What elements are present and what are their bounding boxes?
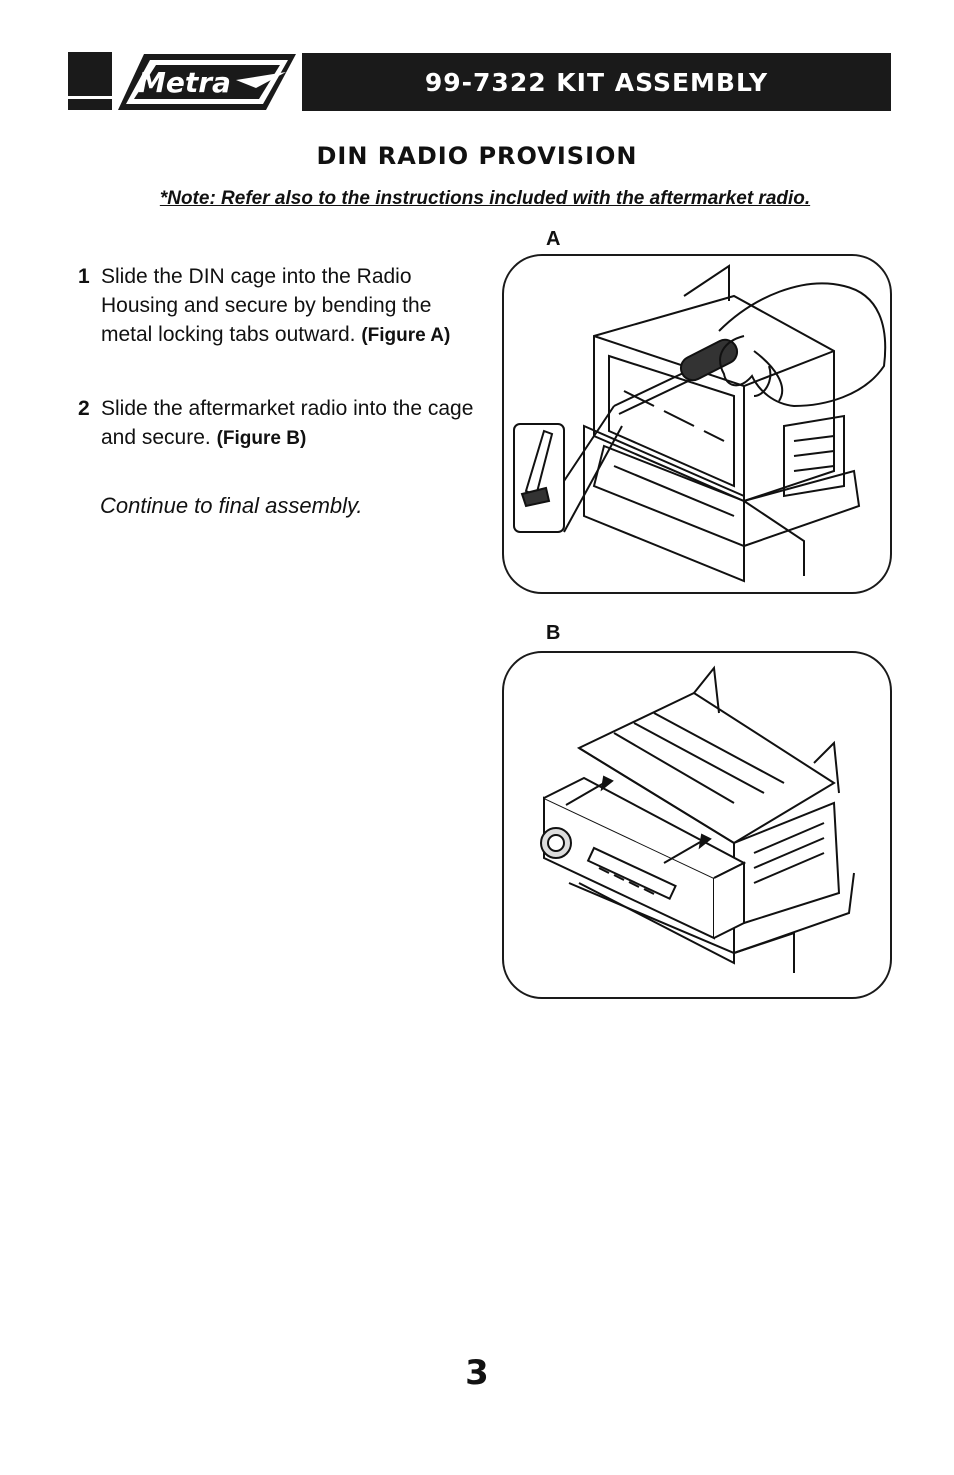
step-number: 2: [78, 397, 90, 420]
figure-b-illustration: [540, 665, 855, 973]
step-text: Slide the aftermarket radio into the cag…: [101, 397, 474, 449]
steps-list: 1 Slide the DIN cage into the Radio Hous…: [78, 262, 478, 497]
step-number: 1: [78, 265, 90, 288]
continue-text: Continue to final assembly.: [100, 493, 363, 518]
metra-logo: Metra: [118, 54, 296, 110]
step-2: 2 Slide the aftermarket radio into the c…: [78, 394, 478, 453]
figure-a-illustration: [513, 264, 887, 583]
page-number: 3: [465, 1353, 489, 1393]
figure-ref: (Figure B): [216, 428, 307, 449]
step-text: Slide the DIN cage into the Radio Housin…: [101, 265, 432, 346]
kit-title: 99-7322 KIT ASSEMBLY: [424, 67, 769, 97]
header-block: [68, 52, 112, 110]
figure-ref: (Figure A): [361, 325, 451, 346]
figure-b: [502, 651, 892, 999]
svg-text:Metra: Metra: [138, 66, 231, 99]
section-title: DIN RADIO PROVISION: [316, 142, 638, 170]
figure-a: [502, 254, 892, 594]
step-1: 1 Slide the DIN cage into the Radio Hous…: [78, 262, 478, 350]
note-text: *Note: Refer also to the instructions in…: [159, 188, 811, 209]
figure-a-label: A: [546, 228, 561, 250]
figure-b-label: B: [546, 622, 561, 644]
title-bar: 99-7322 KIT ASSEMBLY: [302, 53, 891, 111]
